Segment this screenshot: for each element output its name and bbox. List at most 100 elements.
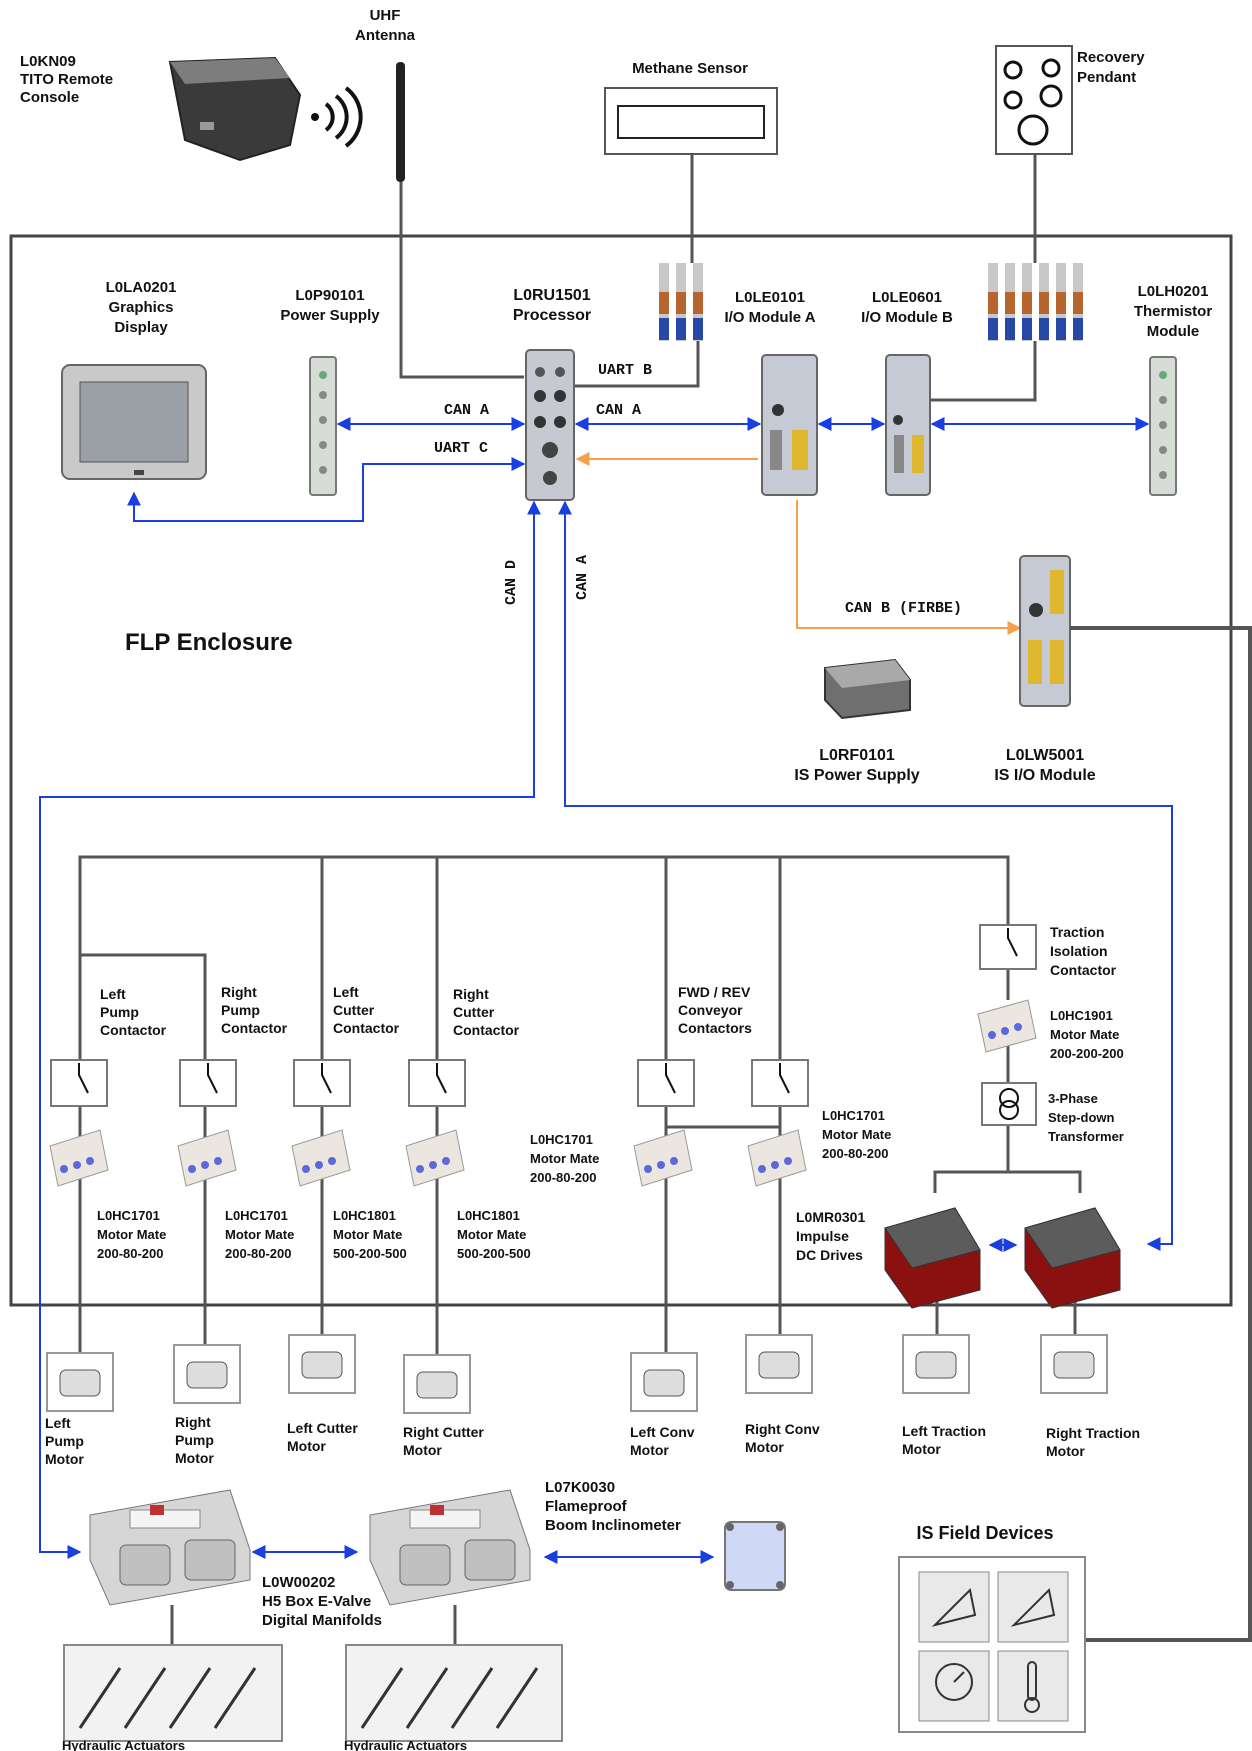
can-a-right-label: CAN A xyxy=(596,402,641,419)
drives-label-2: DC Drives xyxy=(796,1247,863,1263)
transformer-icon xyxy=(981,1082,1037,1126)
conveyor-contactor-2: Contactors xyxy=(678,1020,752,1036)
motor-rc-0: Right Cutter xyxy=(403,1424,484,1440)
right-cutter-contactor-2: Contactor xyxy=(453,1022,520,1038)
mm6-label-2: 200-80-200 xyxy=(822,1146,889,1161)
can-d-line xyxy=(39,500,541,1559)
dc-drive-icon xyxy=(1024,1207,1121,1309)
actuator-icons xyxy=(78,1667,539,1729)
uart-b-label: UART B xyxy=(598,362,652,379)
tito-label-2: Console xyxy=(20,89,79,106)
is-io-label-1: IS I/O Module xyxy=(994,767,1095,784)
is-power-label-0: L0RF0101 xyxy=(819,747,895,764)
contactor-icon xyxy=(179,1059,237,1107)
motor-lt-1: Motor xyxy=(902,1441,941,1457)
left-pump-contactor-1: Pump xyxy=(100,1004,139,1020)
motor-icon xyxy=(288,1334,356,1394)
processor-label-1: Processor xyxy=(513,307,591,324)
can-d-label: CAN D xyxy=(503,560,520,605)
tito-label-0: L0KN09 xyxy=(20,53,76,70)
traction-contactor-2: Contactor xyxy=(1050,962,1117,978)
io-a-label-0: L0LE0101 xyxy=(735,289,805,306)
io-b-label-0: L0LE0601 xyxy=(872,289,942,306)
conveyor-contactor-0: FWD / REV xyxy=(678,984,751,1000)
display-label-2: Display xyxy=(114,319,168,336)
mm7-label-0: L0HC1901 xyxy=(1050,1008,1113,1023)
processor: L0RU1501 Processor xyxy=(513,287,591,501)
io-a-icon xyxy=(761,354,818,496)
mm2-label-0: L0HC1701 xyxy=(225,1208,288,1223)
contactor-icon xyxy=(979,924,1037,970)
can-a-down-label: CAN A xyxy=(574,555,591,600)
antenna-cable xyxy=(399,182,524,379)
field-title: IS Field Devices xyxy=(916,1523,1053,1543)
thermistor-module: L0LH0201 Thermistor Module xyxy=(1134,283,1213,496)
is-io-module: L0LW5001 IS I/O Module xyxy=(994,555,1252,1642)
can-a-left-label: CAN A xyxy=(444,402,489,419)
motor-rt-1: Motor xyxy=(1046,1443,1085,1459)
uhf-antenna: UHF Antenna xyxy=(355,7,524,379)
is-field-cable xyxy=(1085,628,1252,1642)
motors: Left Pump Motor Right Pump Motor Left Cu… xyxy=(45,1334,1140,1467)
motor-icon xyxy=(902,1334,970,1394)
traction-contactor-1: Isolation xyxy=(1050,943,1108,959)
graphics-display: L0LA0201 Graphics Display xyxy=(61,279,207,480)
pressure-gauge-icon xyxy=(918,1650,990,1722)
can-b-label: CAN B (FIRBE) xyxy=(845,600,962,617)
pendant-cable xyxy=(927,341,1037,402)
right-cutter-contactor-1: Cutter xyxy=(453,1004,495,1020)
actuators-right-label: Hydraulic Actuators xyxy=(344,1738,467,1751)
uart-c-label: UART C xyxy=(434,440,488,457)
io-b-icon xyxy=(885,354,931,496)
motor-lc-1: Motor xyxy=(287,1438,326,1454)
mm5-label-1: Motor Mate xyxy=(530,1151,599,1166)
motor-icon xyxy=(46,1352,114,1412)
mm6-label-1: Motor Mate xyxy=(822,1127,891,1142)
impulse-dc-drives: L0MR0301 Impulse DC Drives xyxy=(796,1207,1121,1309)
mm2-label-2: 200-80-200 xyxy=(225,1246,292,1261)
thermistor-label-2: Module xyxy=(1147,323,1200,340)
methane-sensor-display xyxy=(617,105,765,139)
right-pump-contactor-2: Contactor xyxy=(221,1020,288,1036)
io-a-label-1: I/O Module A xyxy=(724,309,815,326)
right-cutter-contactor-0: Right xyxy=(453,986,489,1002)
motor-icon xyxy=(630,1352,698,1412)
tito-label-1: TITO Remote xyxy=(20,71,113,88)
boom-inclinometer: L07K0030 Flameproof Boom Inclinometer xyxy=(545,1479,786,1591)
mm1-label-0: L0HC1701 xyxy=(97,1208,160,1223)
recovery-pendant: Recovery Pendant xyxy=(995,45,1145,263)
contactor-switches xyxy=(50,924,1037,1126)
power-label-0: L0P90101 xyxy=(295,287,364,304)
mm4-label-1: Motor Mate xyxy=(457,1227,526,1242)
enclosure-title: FLP Enclosure xyxy=(125,629,293,656)
hydraulic-manifolds: L0W00202 H5 Box E-Valve Digital Manifold… xyxy=(89,1489,715,1645)
can-a-down-line xyxy=(558,500,1173,1251)
console-top xyxy=(170,58,290,84)
drives-label-0: L0MR0301 xyxy=(796,1209,865,1225)
io-module-a: L0LE0101 I/O Module A xyxy=(724,289,818,496)
motor-lp-0: Left xyxy=(45,1415,71,1431)
motor-lconv-1: Motor xyxy=(630,1442,669,1458)
antenna-label-1: Antenna xyxy=(355,27,416,44)
thermistor-label-1: Thermistor xyxy=(1134,303,1213,320)
left-cutter-contactor-2: Contactor xyxy=(333,1020,400,1036)
contactor-icon xyxy=(408,1059,466,1107)
mm5-label-0: L0HC1701 xyxy=(530,1132,593,1147)
pendant-label-0: Recovery xyxy=(1077,49,1145,66)
display-label-0: L0LA0201 xyxy=(106,279,177,296)
mm7-label-2: 200-200-200 xyxy=(1050,1046,1124,1061)
is-field-devices: IS Field Devices xyxy=(898,1523,1086,1733)
methane-label: Methane Sensor xyxy=(632,60,748,77)
motor-icon xyxy=(403,1354,471,1414)
right-pump-contactor-0: Right xyxy=(221,984,257,1000)
methane-sensor: Methane Sensor xyxy=(604,60,778,263)
motor-rp-0: Right xyxy=(175,1414,211,1430)
left-cutter-contactor-1: Cutter xyxy=(333,1002,375,1018)
bus-lines xyxy=(39,417,1173,1559)
tito-remote-console: L0KN09 TITO Remote Console xyxy=(20,53,302,162)
motor-icon xyxy=(745,1334,813,1394)
motor-mate-icon xyxy=(405,1129,465,1187)
power-label-1: Power Supply xyxy=(280,307,380,324)
manifold-label-0: L0W00202 xyxy=(262,1574,335,1591)
